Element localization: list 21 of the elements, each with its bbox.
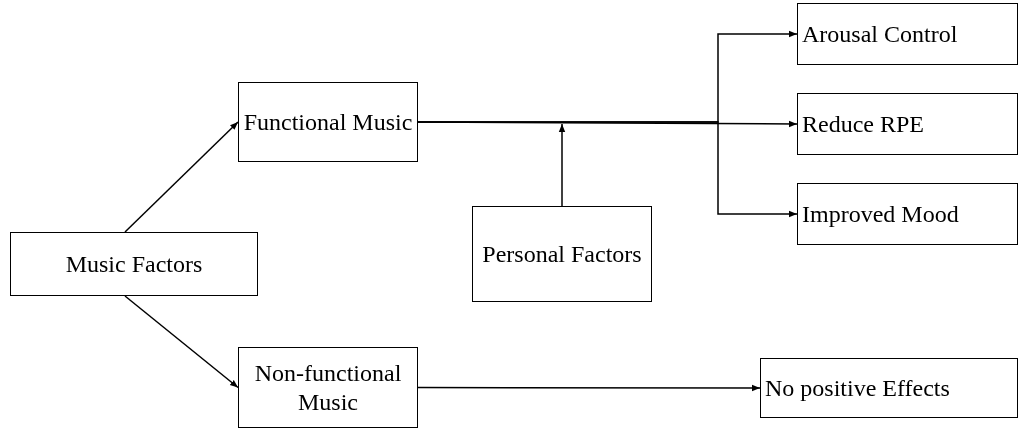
box-label: Personal Factors <box>482 239 642 269</box>
arrow <box>417 121 798 218</box>
process-box <box>10 232 258 296</box>
process-box <box>238 347 418 428</box>
process-box <box>238 82 418 162</box>
process-box <box>760 358 1018 418</box>
arrow <box>417 384 761 392</box>
box-label: Music Factors <box>65 249 203 279</box>
process-box <box>797 183 1018 245</box>
box-label: Improved Mood <box>802 199 959 229</box>
arrow <box>558 123 566 207</box>
box-label: No positive Effects <box>765 373 950 403</box>
box-label: Non-functional Music <box>253 358 403 417</box>
arrow <box>124 295 239 389</box>
box-label: Reduce RPE <box>802 109 924 139</box>
process-box <box>472 206 652 302</box>
arrow <box>124 121 239 233</box>
process-box <box>797 3 1018 65</box>
process-box <box>797 93 1018 155</box>
box-label: Functional Music <box>243 107 413 137</box>
box-label: Arousal Control <box>802 19 958 49</box>
